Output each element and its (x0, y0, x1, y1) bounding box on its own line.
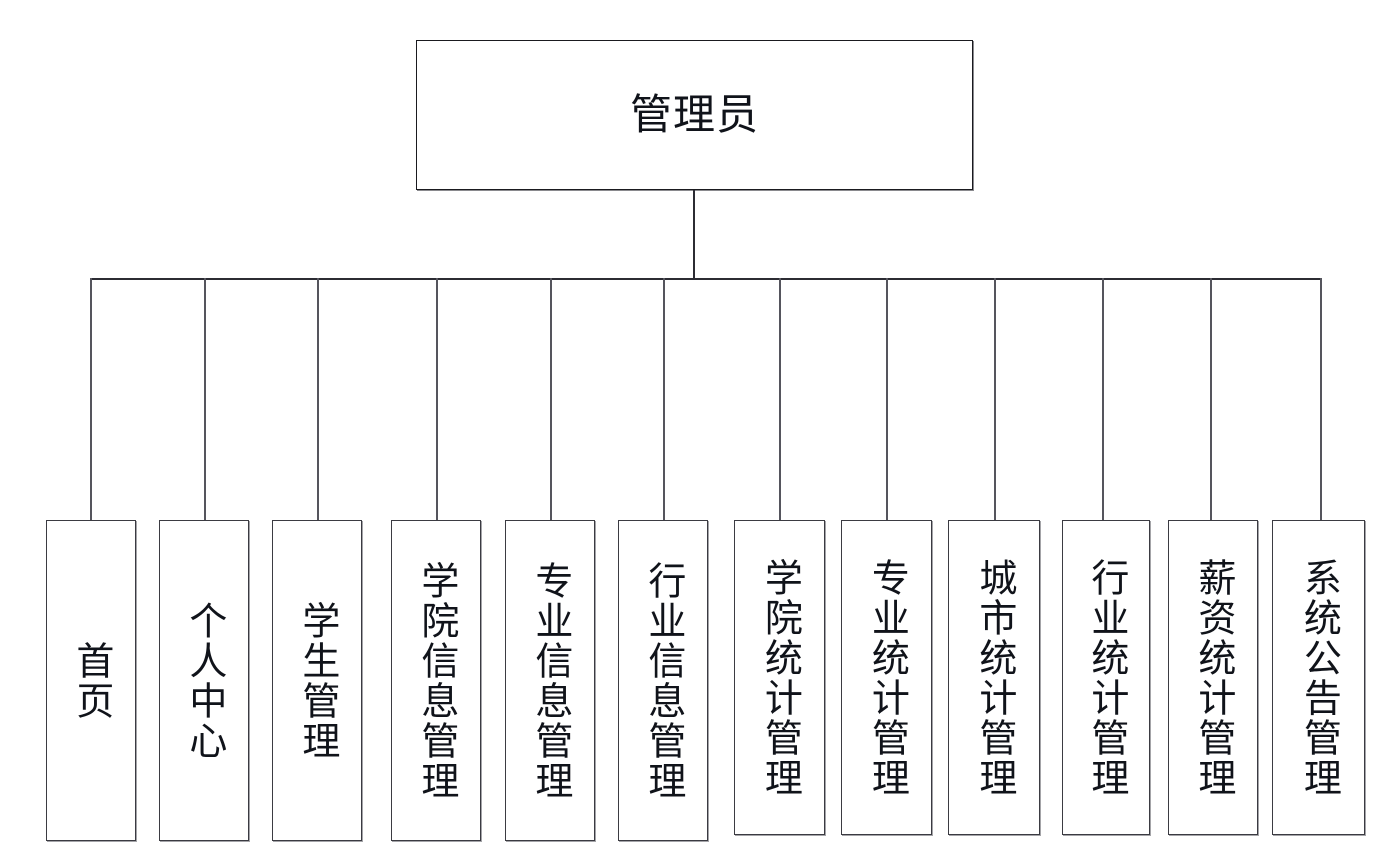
leaf-node-1[interactable]: 首页 (46, 520, 136, 841)
connector-drop-12 (1320, 278, 1322, 522)
leaf-node-3-label: 学生管理 (295, 600, 340, 761)
connector-drop-3 (317, 278, 319, 522)
connector-drop-5 (550, 278, 552, 522)
leaf-node-9-label: 城市统计管理 (972, 557, 1017, 798)
leaf-node-2-label: 个人中心 (182, 600, 227, 761)
leaf-node-10-label: 行业统计管理 (1084, 557, 1129, 798)
connector-drop-9 (994, 278, 996, 522)
leaf-node-8[interactable]: 专业统计管理 (841, 520, 932, 835)
leaf-node-6[interactable]: 行业信息管理 (618, 520, 708, 841)
connector-drop-2 (204, 278, 206, 522)
leaf-node-7-label: 学院统计管理 (758, 557, 803, 798)
leaf-node-11[interactable]: 薪资统计管理 (1168, 520, 1258, 835)
leaf-node-6-label: 行业信息管理 (641, 560, 686, 801)
connector-root-stem (693, 190, 695, 280)
leaf-node-12[interactable]: 系统公告管理 (1272, 520, 1365, 835)
leaf-node-11-label: 薪资统计管理 (1191, 557, 1236, 798)
leaf-node-10[interactable]: 行业统计管理 (1062, 520, 1150, 835)
leaf-node-4[interactable]: 学院信息管理 (391, 520, 481, 841)
connector-drop-1 (90, 278, 92, 522)
connector-drop-7 (779, 278, 781, 522)
root-node-administrator[interactable]: 管理员 (416, 40, 973, 190)
connector-drop-10 (1102, 278, 1104, 522)
leaf-node-1-label: 首页 (69, 640, 114, 721)
leaf-node-8-label: 专业统计管理 (865, 557, 910, 798)
connector-drop-8 (886, 278, 888, 522)
leaf-node-3[interactable]: 学生管理 (272, 520, 362, 841)
leaf-node-12-label: 系统公告管理 (1297, 557, 1342, 798)
leaf-node-4-label: 学院信息管理 (414, 560, 459, 801)
connector-drop-4 (436, 278, 438, 522)
connector-horizontal-bus (90, 278, 1321, 280)
connector-drop-11 (1210, 278, 1212, 522)
leaf-node-2[interactable]: 个人中心 (159, 520, 249, 841)
leaf-node-7[interactable]: 学院统计管理 (734, 520, 825, 835)
connector-drop-6 (663, 278, 665, 522)
leaf-node-5-label: 专业信息管理 (528, 560, 573, 801)
leaf-node-5[interactable]: 专业信息管理 (505, 520, 595, 841)
root-node-label: 管理员 (629, 90, 759, 139)
leaf-node-9[interactable]: 城市统计管理 (948, 520, 1040, 835)
